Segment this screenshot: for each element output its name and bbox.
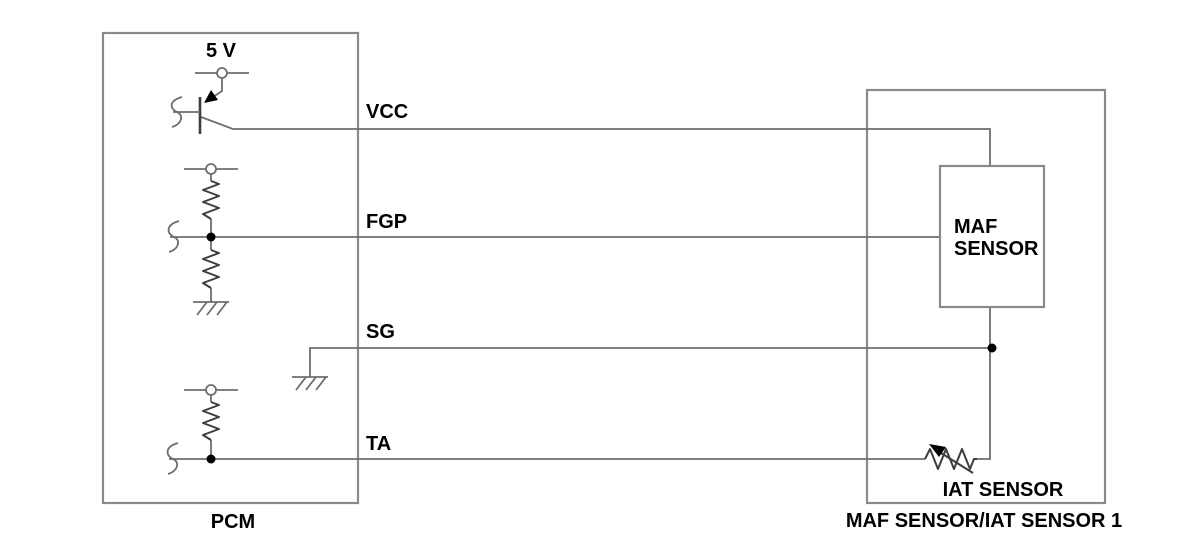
ta-junction-dot <box>206 454 216 464</box>
fgp-pullup-resistor-icon <box>202 180 220 220</box>
ta-supply-terminal-icon <box>205 384 217 396</box>
sg-ground-icon <box>292 376 328 391</box>
pcm-title: PCM <box>211 511 255 533</box>
wire-break-icon <box>167 220 180 253</box>
wire-break-icon <box>170 96 183 128</box>
supply-voltage-label: 5 V <box>206 40 237 62</box>
pin-label-fgp: FGP <box>366 211 407 233</box>
pcm-box <box>101 31 360 505</box>
vcc-supply-terminal-icon <box>216 67 228 79</box>
fgp-pulldown-resistor-icon <box>202 249 220 289</box>
maf-sensor-label-line1: MAF <box>954 216 997 238</box>
wire-break-icon <box>166 442 179 475</box>
maf-sensor-box <box>938 164 1046 309</box>
iat-to-maf-wire <box>977 307 991 460</box>
sg-wire <box>309 347 992 377</box>
maf-sensor-label-line2: SENSOR <box>954 238 1039 260</box>
vcc-wire <box>200 116 991 166</box>
pin-label-vcc: VCC <box>366 101 408 123</box>
sg-junction-dot <box>987 343 997 353</box>
vcc-supply-drop-wire <box>212 78 223 98</box>
iat-thermistor-icon <box>924 448 977 470</box>
fgp-supply-terminal-icon <box>205 163 217 175</box>
fgp-junction-dot <box>206 232 216 242</box>
pin-label-ta: TA <box>366 433 391 455</box>
ta-pullup-resistor-icon <box>202 401 220 441</box>
iat-thermistor-arrow-shaft <box>940 452 974 474</box>
maf-iat-module-box <box>865 88 1107 505</box>
fgp-ground-icon <box>193 301 229 316</box>
transistor-emitter-arrow-icon <box>204 90 218 103</box>
iat-thermistor-arrow-icon <box>929 444 946 457</box>
sensor-module-title: MAF SENSOR/IAT SENSOR 1 <box>846 510 1122 532</box>
pin-label-sg: SG <box>366 321 395 343</box>
iat-sensor-label: IAT SENSOR <box>943 479 1064 501</box>
